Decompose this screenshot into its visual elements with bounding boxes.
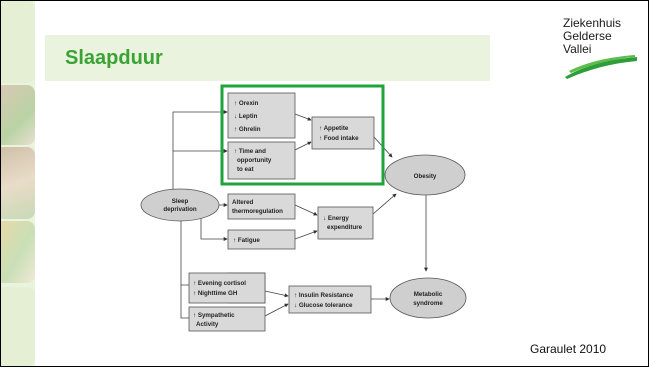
decorative-panel <box>1 1 35 83</box>
left-photo-strip <box>1 1 35 366</box>
node-hormones: ↑ Orexin ↓ Leptin ↑ Ghrelin <box>227 92 296 139</box>
node-text: ↓ Energy <box>323 215 349 222</box>
node-text: ↑ Appetite <box>319 125 349 132</box>
photo-elderly-man <box>1 147 35 219</box>
logo-text-line: Ziekenhuis <box>563 16 622 30</box>
node-text: opportunity <box>237 157 272 164</box>
slide-title: Slaapduur <box>65 47 163 69</box>
logo-text-line: Vallei <box>563 42 592 56</box>
node-text: expenditure <box>327 224 363 231</box>
node-appetite: ↑ Appetite ↑ Food intake <box>311 116 375 150</box>
node-time-to-eat: ↑ Time and opportunity to eat <box>227 141 296 180</box>
node-cortisol-full: ↑ Evening cortisol ↑ Nighttime GH <box>188 272 266 304</box>
node-text: Sleep <box>172 198 189 205</box>
highlight-frame <box>220 84 385 186</box>
node-text: ↑ Insulin Resistance <box>294 292 354 299</box>
node-insulin-resistance: ↑ Insulin Resistance ↓ Glucose tolerance <box>288 285 372 314</box>
node-text: ↑ Time and <box>234 148 266 155</box>
node-sleep-deprivation: Sleep deprivation <box>140 188 220 222</box>
node-metabolic-syndrome: Metabolic syndrome <box>389 277 467 319</box>
hospital-logo: Ziekenhuis Gelderse Vallei <box>563 16 643 79</box>
logo-text-line: Gelderse <box>563 29 612 43</box>
node-text: ↑ Nighttime GH <box>193 290 238 297</box>
title-band <box>45 35 490 81</box>
node-thermoregulation: Altered thermoregulation <box>227 193 296 220</box>
node-text: ↓ Leptin <box>234 113 258 120</box>
diagram-connectors <box>172 110 428 320</box>
node-text: Metabolic <box>414 291 443 298</box>
citation: Garaulet 2010 <box>530 342 607 356</box>
node-obesity: Obesity <box>384 154 466 196</box>
logo-swoosh-icon <box>565 55 637 79</box>
photo-elderly-woman <box>1 221 35 283</box>
node-energy-expenditure: ↓ Energy expenditure <box>317 206 374 240</box>
node-text: deprivation <box>163 206 197 213</box>
node-text: to eat <box>237 166 254 173</box>
node-text: ↑ Food intake <box>319 135 359 142</box>
node-text: ↓ Glucose tolerance <box>294 302 353 309</box>
node-fatigue: ↑ Fatigue <box>227 229 296 250</box>
node-text: Obesity <box>414 173 437 180</box>
decorative-panel <box>1 287 35 366</box>
node-text: Activity <box>196 321 219 328</box>
node-text: ↑ Fatigue <box>233 237 260 244</box>
node-text: ↑ Orexin <box>234 100 259 107</box>
node-sympathetic-activity: ↑ Sympathetic Activity <box>188 306 266 332</box>
node-text: syndrome <box>413 300 443 307</box>
photo-mother-baby <box>1 85 35 145</box>
node-text: ↑ Sympathetic <box>193 312 235 319</box>
node-text: thermoregulation <box>232 208 283 215</box>
node-text: ↑ Ghrelin <box>234 126 261 133</box>
node-text: Altered <box>232 199 254 206</box>
node-text: ↑ Evening cortisol <box>193 280 246 287</box>
